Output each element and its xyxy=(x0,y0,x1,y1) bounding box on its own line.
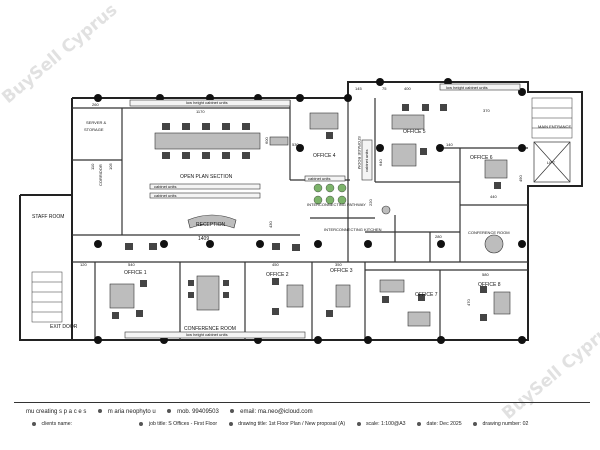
title-block: mu creating s p a c e s m aria neophyto … xyxy=(14,402,590,439)
label-server: SERVER & xyxy=(86,120,106,125)
separator-dot xyxy=(167,409,172,414)
label-conference: CONFERENCE ROOM xyxy=(184,326,236,332)
label-staff-room: STAFF ROOM xyxy=(32,214,64,220)
dim-470: 470 xyxy=(466,299,471,306)
dim-370: 370 xyxy=(483,108,490,113)
label-exit-door: EXIT DOOR xyxy=(50,324,78,330)
dim-440: 440 xyxy=(490,194,497,199)
dim-430: 430 xyxy=(268,221,273,228)
cabinet-strips xyxy=(124,83,521,339)
outer-walls xyxy=(19,81,583,341)
dim-400: 400 xyxy=(404,86,411,91)
dim-280: 280 xyxy=(435,234,442,239)
label-interconnecting: INTERCONNECTING PATHWAY xyxy=(307,202,366,207)
dim-1170: 1170 xyxy=(196,109,205,114)
label-storage-room: STORAGE ROOM xyxy=(357,136,362,169)
drawing-title: drawing title: 1st Floor Plan / New prop… xyxy=(238,421,346,427)
dim-540: 540 xyxy=(128,262,135,267)
separator-dot xyxy=(230,409,235,414)
dim-490: 490 xyxy=(518,175,523,182)
label-open-plan: OPEN PLAN SECTION xyxy=(180,174,233,180)
label-kitchen: INTERCONNECTING KITCHEN xyxy=(324,227,382,232)
label-office-2: OFFICE 2 xyxy=(266,272,289,278)
label-office-6: OFFICE 6 xyxy=(470,155,493,161)
label-cabinet-4: cabinet units xyxy=(364,150,369,172)
date: date: Dec 2025 xyxy=(426,421,462,427)
label-office-5: OFFICE 5 xyxy=(403,129,426,135)
label-reception: RECEPTION xyxy=(196,222,226,228)
dim-145: 145 xyxy=(355,86,362,91)
label-office-4: OFFICE 4 xyxy=(313,153,336,159)
dim-640: 640 xyxy=(378,159,383,166)
title-block-row-2: clients name: job title: S Offices - Fir… xyxy=(26,421,532,427)
label-conference-2: CONFERENCE ROOM xyxy=(468,230,510,235)
desks xyxy=(109,112,511,327)
plants xyxy=(313,183,347,205)
dim-75: 75 xyxy=(382,86,387,91)
designer-name: m aria neophyto u xyxy=(107,409,156,415)
dim-220: 220 xyxy=(368,199,373,206)
lift-shaft xyxy=(533,141,571,183)
dim-600: 600 xyxy=(264,137,269,144)
dim-110: 110 xyxy=(90,163,95,170)
title-block-row-1: mu creating s p a c e s m aria neophyto … xyxy=(26,409,317,415)
dim-450: 450 xyxy=(272,262,279,267)
client-name: clients name: xyxy=(41,421,73,427)
scale: scale: 1:100@A3 xyxy=(365,421,406,427)
dim-105: 105 xyxy=(108,163,113,170)
separator-dot xyxy=(356,421,361,426)
label-main-entrance: MAIN ENTRANCE xyxy=(538,124,571,129)
separator-dot xyxy=(473,421,478,426)
label-corridor: CORRIDOR xyxy=(98,164,103,186)
dim-1409: 1409 xyxy=(198,236,209,242)
separator-dot xyxy=(98,409,103,414)
email-address: email: ma.neo@icloud.com xyxy=(240,409,313,415)
label-office-3: OFFICE 3 xyxy=(330,268,353,274)
job-title: job title: S Offices - First Floor xyxy=(148,421,218,427)
reception-desk xyxy=(187,214,237,229)
dim-530: 530 xyxy=(292,142,299,147)
watermark-top-left: BuySell Cyprus xyxy=(0,0,121,108)
label-cabinet-top: low height cabinet units xyxy=(186,100,228,105)
staircase xyxy=(31,97,573,323)
dim-350: 350 xyxy=(335,262,342,267)
label-lift: LIFT xyxy=(547,160,556,165)
label-office-1: OFFICE 1 xyxy=(124,270,147,276)
round-tables xyxy=(381,205,504,254)
label-office-8: OFFICE 8 xyxy=(478,282,501,288)
chairs xyxy=(112,104,501,321)
label-office-7: OFFICE 7 xyxy=(415,292,438,298)
label-server-2: STORAGE xyxy=(84,127,104,132)
dim-580: 580 xyxy=(482,272,489,277)
separator-dot xyxy=(32,421,36,426)
drawing-number: drawing number: 02 xyxy=(482,421,529,427)
dim-140: 140 xyxy=(446,142,453,147)
separator-dot xyxy=(139,421,144,426)
label-cabinet-top-right: low height cabinet units xyxy=(446,85,488,90)
company-name: mu creating s p a c e s xyxy=(26,409,87,415)
mobile-number: mob. 99409503 xyxy=(177,409,219,415)
label-cabinet-1: cabinet units xyxy=(154,184,176,189)
label-cabinet-2: cabinet units xyxy=(154,193,176,198)
label-cabinet-bottom: low height cabinet units xyxy=(186,332,228,337)
inner-walls xyxy=(72,98,528,340)
dim-120: 120 xyxy=(80,262,87,267)
dim-260: 260 xyxy=(92,102,99,107)
separator-dot xyxy=(228,421,233,426)
dim-330: 330 xyxy=(365,243,372,248)
label-cabinet-3: cabinet units xyxy=(308,176,330,181)
separator-dot xyxy=(417,421,421,426)
